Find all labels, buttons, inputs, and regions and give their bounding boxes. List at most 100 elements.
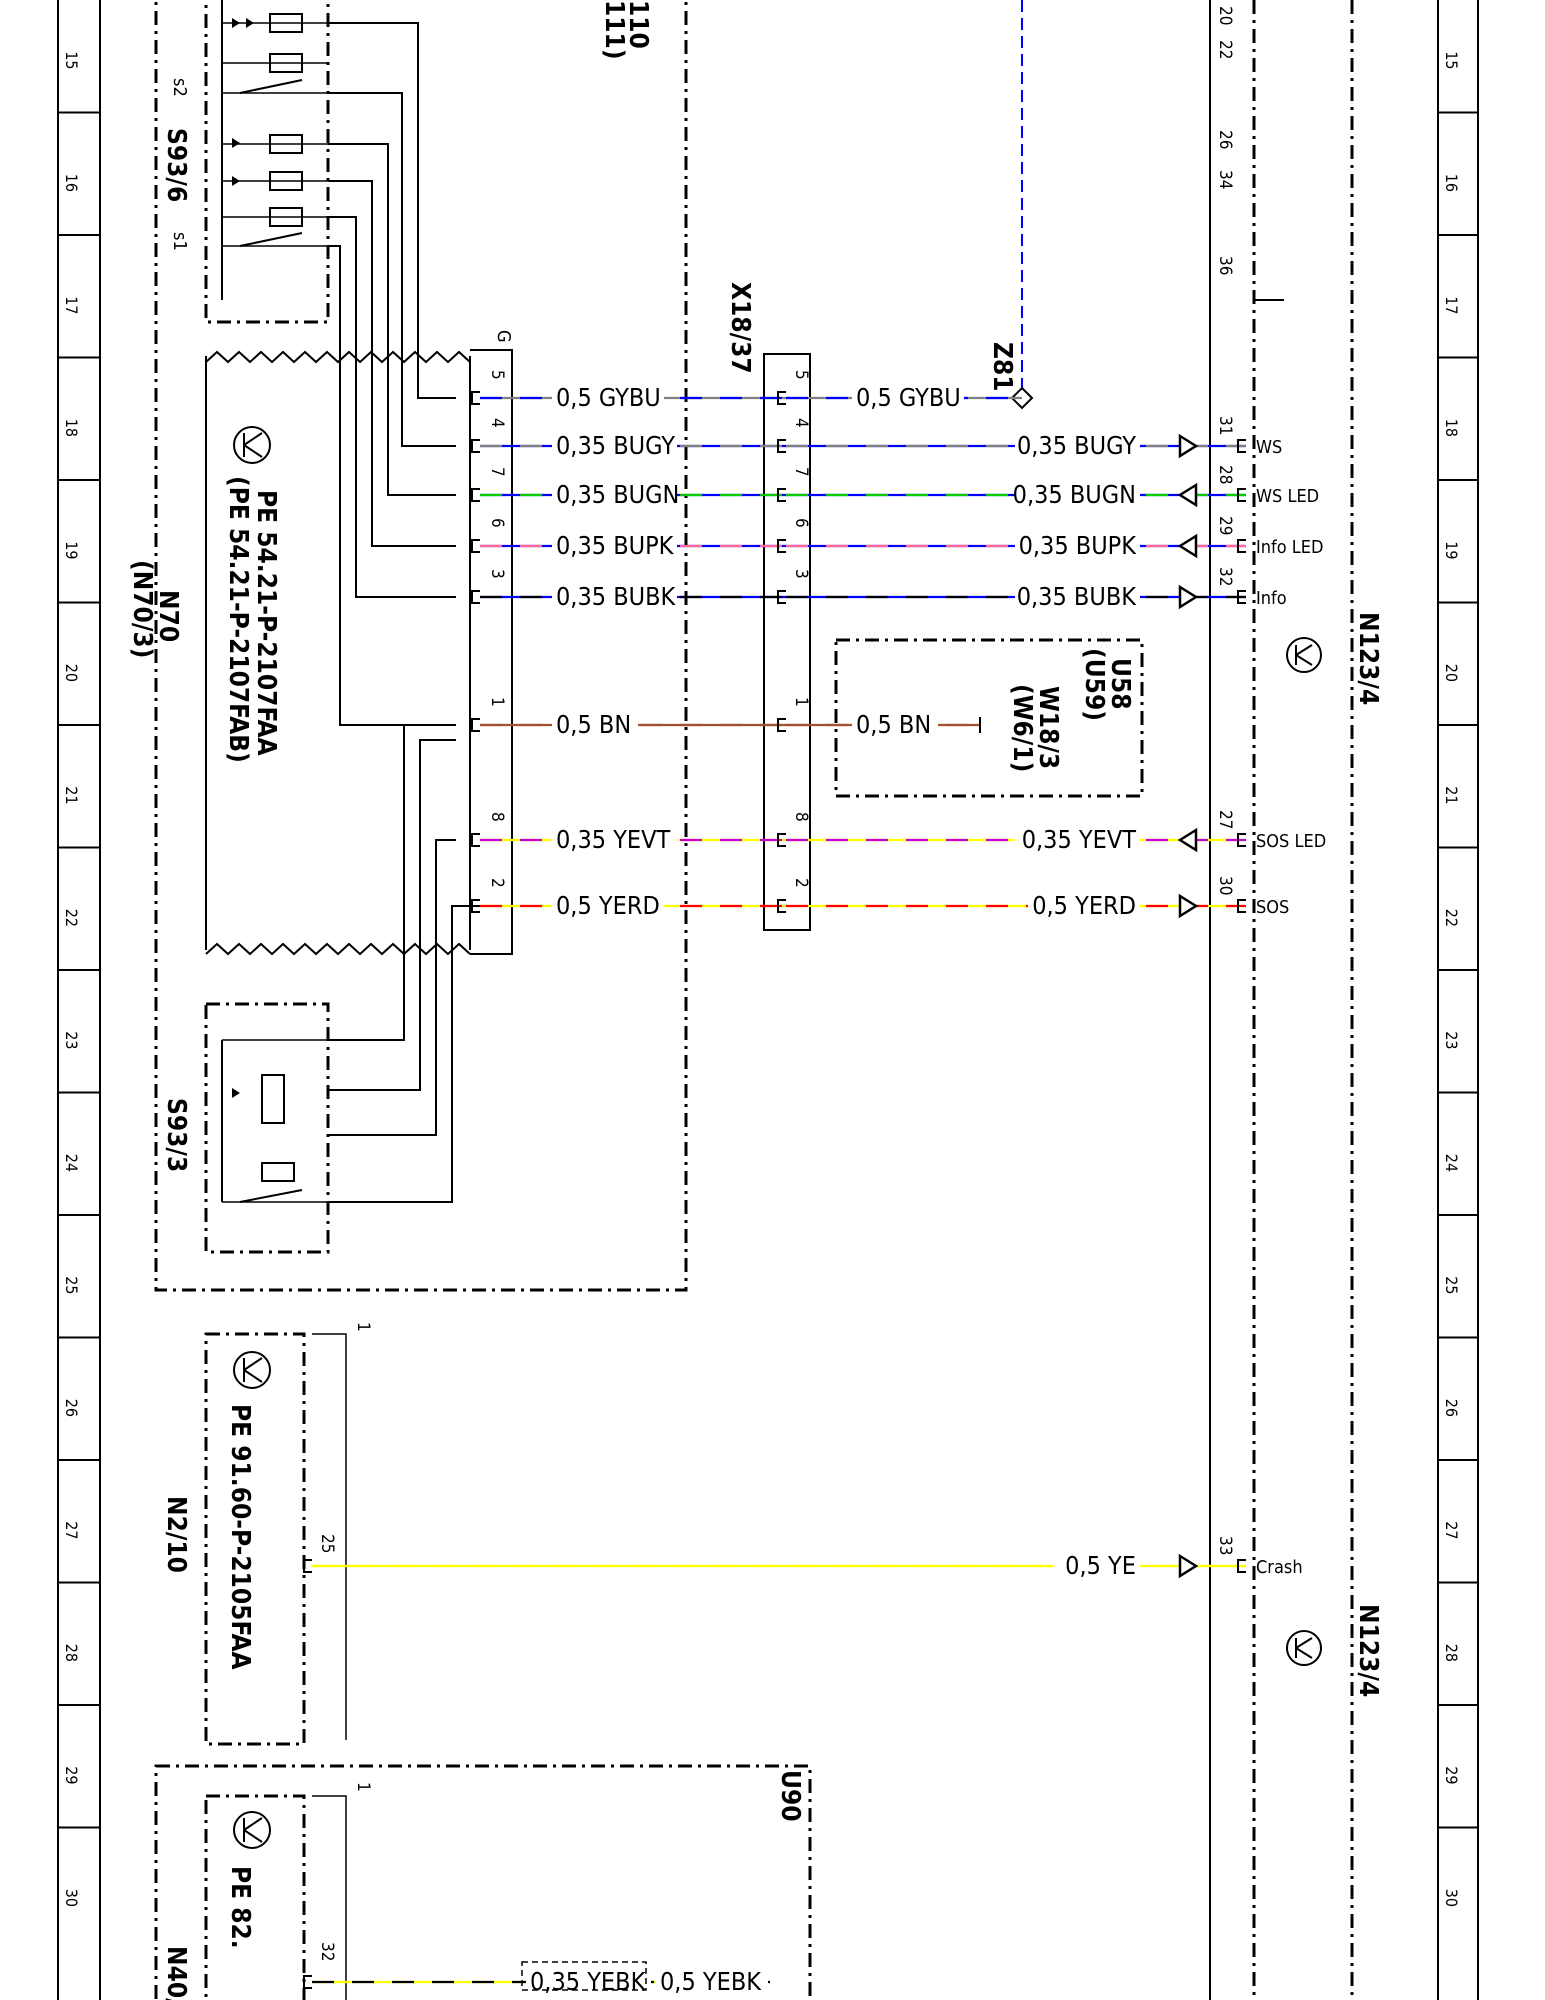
grid-number-right: 21 — [1442, 786, 1461, 804]
grid-number-right: 27 — [1442, 1521, 1461, 1539]
signal-name: WS — [1256, 437, 1282, 458]
grid-number-left: 19 — [62, 541, 81, 559]
signal-direction-icon — [1178, 584, 1199, 610]
n40-label: N40/ — [161, 1946, 191, 2000]
n40-pe-ref: PE 82. — [225, 1866, 255, 1949]
bottom-wire-label-a: 0,35 YEBK — [530, 1967, 647, 1996]
grid-number-left: 17 — [62, 296, 81, 314]
wire-label-left-bg — [552, 484, 677, 510]
wire-label-right: 0,35 YEVT — [1022, 825, 1137, 854]
grid-number-right: 23 — [1442, 1031, 1461, 1049]
wire-label-left-bg — [552, 895, 664, 921]
n70-pe-ref-2: (PE 54.21-P-2107FAB) — [223, 476, 253, 763]
grid-number-left: 22 — [62, 909, 81, 927]
u58-label: U58 — [1105, 658, 1135, 710]
signal-name: SOS — [1256, 897, 1289, 918]
crash-pin-right: 33 — [1215, 1536, 1235, 1555]
top-pin-26: 26 — [1215, 130, 1235, 149]
s93-6-switch-symbols — [221, 0, 328, 300]
wire-label-left-bg — [552, 829, 677, 855]
top-pin-36: 36 — [1215, 256, 1235, 275]
wire-label-right-bg — [852, 714, 938, 740]
wire-label-right-bg — [1028, 895, 1140, 921]
pin-number-left: 8 — [487, 812, 507, 822]
pin-number-mid: 8 — [791, 812, 811, 822]
s93-3-box — [204, 1002, 330, 1254]
n123-4-transistor-icon-2 — [1286, 1630, 1322, 1666]
signal-direction-icon — [1178, 893, 1199, 919]
u58-box — [834, 638, 1144, 798]
wire-label-right: 0,5 BN — [856, 710, 931, 739]
n123-4-transistor-icon-1 — [1286, 637, 1322, 673]
pin-number-mid: 7 — [791, 467, 811, 477]
signal-direction-icon — [1177, 827, 1198, 853]
grid-number-right: 16 — [1442, 174, 1461, 192]
s93-3-switch-symbols — [221, 725, 480, 1203]
pin-x18-37 — [777, 439, 786, 453]
bottom-wire-label-b-bg — [656, 1971, 768, 1997]
wire-label-left: 0,5 BN — [556, 710, 631, 739]
grid-rail-left — [57, 0, 101, 2000]
pin-number-left: 5 — [487, 370, 507, 380]
crash-wire-label: 0,5 YE — [1065, 1551, 1136, 1580]
pin-x18-37 — [777, 899, 786, 913]
pin-n123-4 — [1237, 899, 1246, 913]
top-pin-22: 22 — [1215, 40, 1235, 59]
pin-n70 — [471, 391, 480, 405]
pin-n70 — [471, 590, 480, 604]
pin-number-right: 28 — [1215, 465, 1235, 484]
n70-pe-ref-1: PE 54.21-P-2107FAA — [251, 490, 281, 756]
wire-label-left: 0,35 BUGY — [556, 431, 675, 460]
signal-name: WS LED — [1256, 486, 1319, 507]
grid-number-left: 20 — [62, 664, 81, 682]
grid-number-left: 18 — [62, 419, 81, 437]
wire-label-right: 0,35 BUBK — [1017, 582, 1138, 611]
pin-n70 — [471, 899, 480, 913]
grid-number-right: 30 — [1442, 1889, 1461, 1907]
wire-label-left: 0,5 GYBU — [556, 383, 661, 412]
shield-g-label: G — [493, 330, 514, 343]
grid-number-right: 20 — [1442, 664, 1461, 682]
pin-n123-4 — [1237, 439, 1246, 453]
signal-direction-icon — [1177, 482, 1198, 508]
grid-number-left: 27 — [62, 1521, 81, 1539]
pin-n123-4 — [1237, 1559, 1246, 1573]
pin-n123-4 — [1237, 488, 1246, 502]
s93-6-s1-label: s1 — [169, 232, 190, 251]
wire-label-right: 0,35 BUGN — [1013, 480, 1136, 509]
pin-number-mid: 6 — [791, 518, 811, 528]
wire-label-left: 0,35 BUPK — [556, 531, 675, 560]
wire-label-right-bg — [1015, 829, 1140, 855]
pin-number-left: 6 — [487, 518, 507, 528]
pin-n2-10 — [303, 1559, 312, 1573]
n123-4-label-1: N123/4 — [1353, 612, 1383, 705]
wire-label-left-bg — [552, 387, 664, 413]
n70-transistor-icon — [233, 426, 271, 464]
grid-number-right: 24 — [1442, 1154, 1461, 1172]
wire-label-right-bg — [1015, 586, 1140, 612]
wire-label-left: 0,35 YEVT — [556, 825, 671, 854]
s93-6-label: S93/6 — [161, 128, 191, 202]
grid-number-right: 28 — [1442, 1644, 1461, 1662]
u90-label: U90 — [775, 1770, 805, 1822]
pin-x18-37 — [777, 539, 786, 553]
signal-direction-icon — [1178, 433, 1199, 459]
pin-number-right: 30 — [1215, 876, 1235, 895]
crash-signal-name: Crash — [1256, 1557, 1303, 1578]
wire-label-left: 0,5 YERD — [556, 891, 660, 920]
grid-number-left: 21 — [62, 786, 81, 804]
grid-rail-right — [1437, 0, 1479, 2000]
crash-wire-label-bg — [1054, 1555, 1140, 1581]
pin-number-right: 29 — [1215, 516, 1235, 535]
grid-number-right: 22 — [1442, 909, 1461, 927]
grid-number-left: 29 — [62, 1766, 81, 1784]
pin-n70 — [471, 539, 480, 553]
pin-number-left: 4 — [487, 418, 507, 428]
n123-4-label-2: N123/4 — [1353, 1604, 1383, 1697]
